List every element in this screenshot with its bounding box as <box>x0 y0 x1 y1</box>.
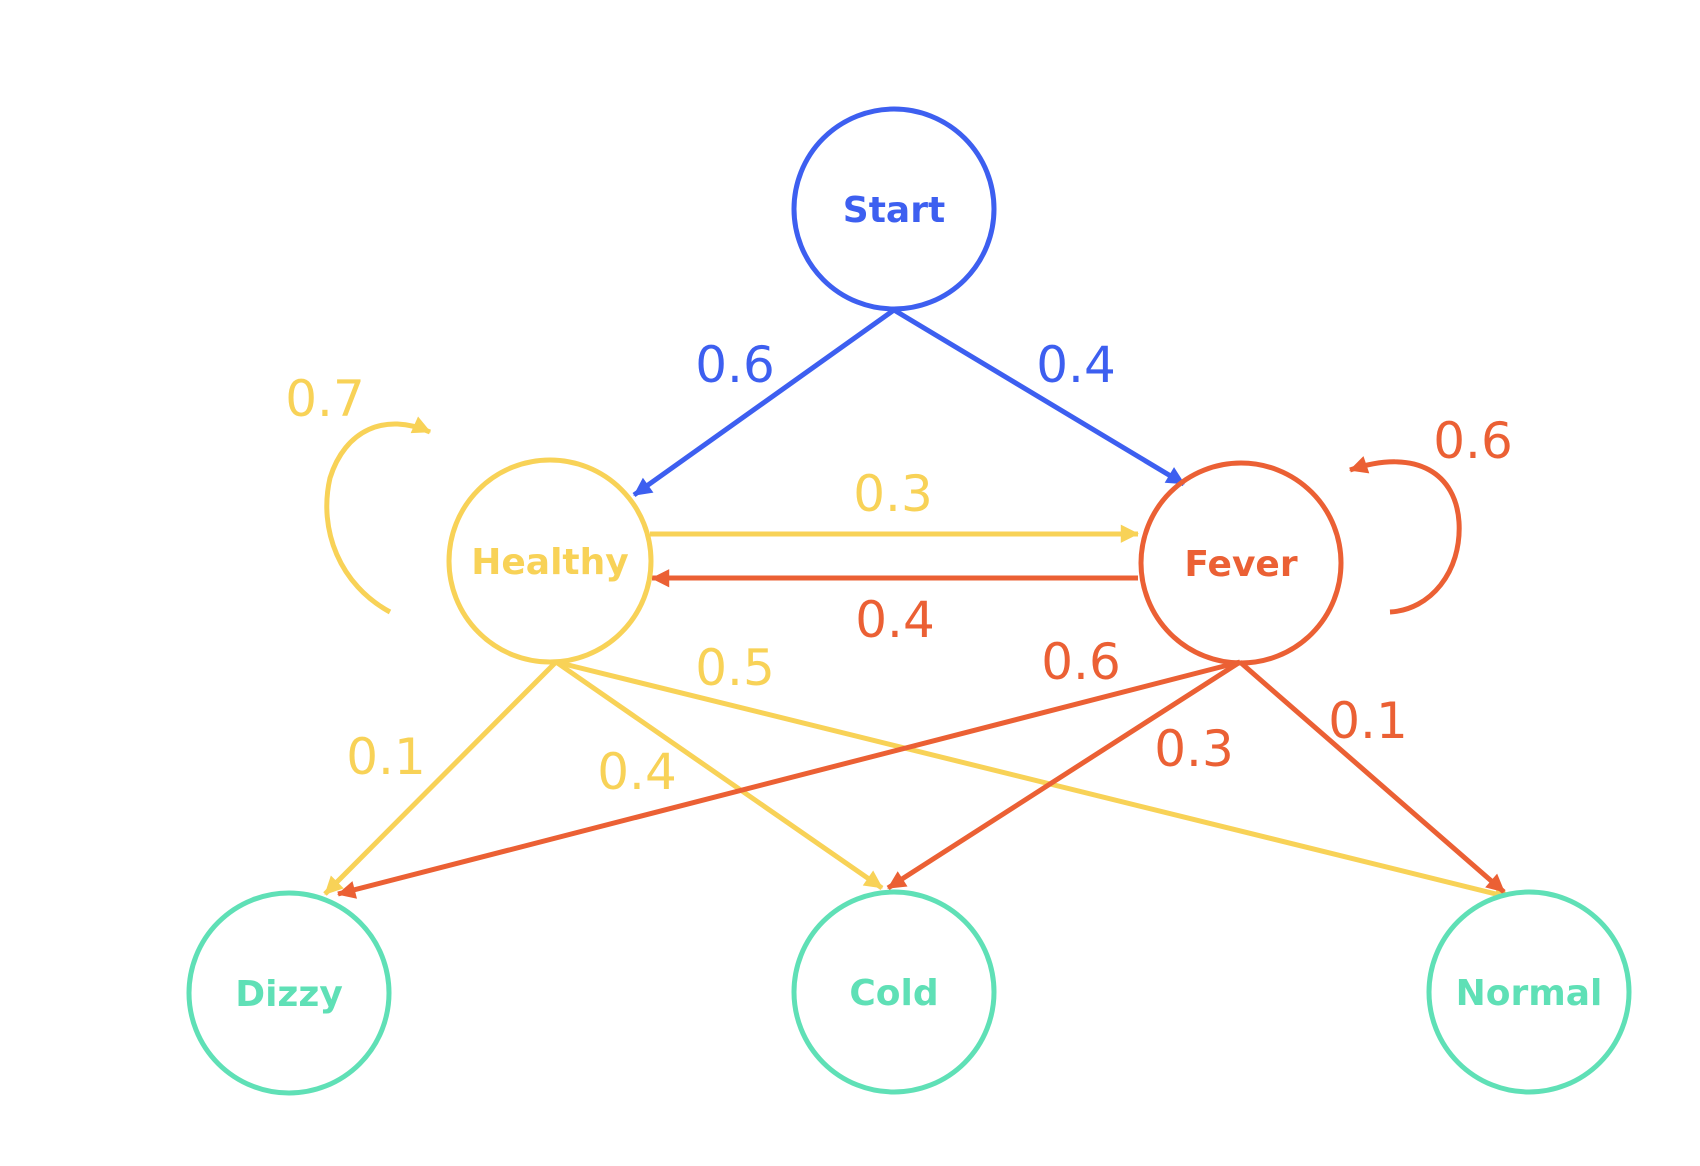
edge-healthy-self-loop <box>324 416 432 615</box>
node-fever: Fever <box>1138 460 1344 666</box>
node-cold: Cold <box>791 889 997 1095</box>
node-dizzy-label: Dizzy <box>235 974 343 1015</box>
node-start-label: Start <box>843 190 945 231</box>
node-normal-label: Normal <box>1456 973 1603 1014</box>
label-healthy-self: 0.7 <box>285 370 365 428</box>
label-fever-to-healthy: 0.4 <box>855 591 935 649</box>
label-fever-to-normal: 0.1 <box>1328 692 1408 750</box>
node-normal: Normal <box>1426 889 1632 1095</box>
edge-fever-self-loop <box>1349 456 1462 615</box>
edge-fever-to-cold <box>886 659 1242 891</box>
edge-healthy-to-normal <box>555 659 1514 903</box>
label-healthy-to-fever: 0.3 <box>853 465 933 523</box>
label-start-to-fever: 0.4 <box>1036 336 1116 394</box>
label-healthy-to-normal: 0.5 <box>695 639 775 697</box>
label-fever-to-dizzy: 0.6 <box>1041 633 1121 691</box>
node-healthy-label: Healthy <box>471 542 628 583</box>
edge-healthy-to-dizzy <box>323 660 558 896</box>
label-fever-to-cold: 0.3 <box>1154 720 1234 778</box>
label-start-to-healthy: 0.6 <box>695 336 775 394</box>
node-healthy: Healthy <box>446 457 654 665</box>
label-healthy-to-cold: 0.4 <box>597 743 677 801</box>
node-start: Start <box>791 106 997 312</box>
node-fever-label: Fever <box>1184 544 1297 585</box>
node-dizzy: Dizzy <box>186 890 392 1096</box>
edge-fever-to-normal <box>1238 660 1506 894</box>
edge-start-to-fever <box>892 307 1186 487</box>
edge-fever-to-dizzy <box>337 659 1241 899</box>
edge-healthy-to-cold <box>554 659 884 891</box>
label-healthy-to-dizzy: 0.1 <box>346 728 426 786</box>
edge-start-to-healthy <box>632 307 896 498</box>
label-fever-self: 0.6 <box>1433 412 1513 470</box>
node-cold-label: Cold <box>849 973 938 1014</box>
